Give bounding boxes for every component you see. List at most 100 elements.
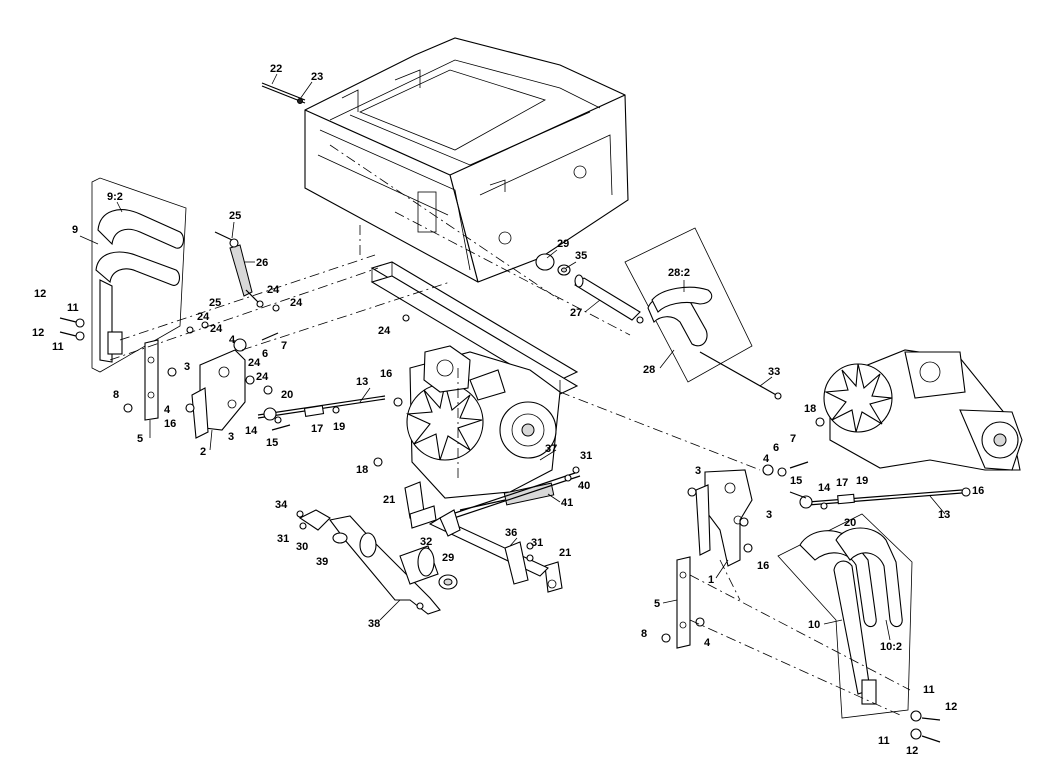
callout-labels: 22 23 9:2 9 25 26 29 35 28:2 27 28 33 12… — [32, 63, 984, 757]
tube-27 — [574, 274, 644, 324]
control-rod-right-13 — [799, 489, 963, 509]
callout-24: 24 — [210, 323, 223, 335]
callout-37: 37 — [545, 443, 557, 455]
callout-24: 24 — [267, 284, 280, 296]
pedal-38 — [329, 515, 441, 615]
callout-4: 4 — [229, 334, 236, 346]
callout-11: 11 — [923, 684, 935, 696]
callout-3: 3 — [228, 431, 234, 443]
callout-26: 26 — [256, 257, 268, 269]
callout-31: 31 — [531, 537, 543, 549]
left-bracket-2 — [191, 349, 246, 439]
callout-13: 13 — [938, 509, 950, 521]
hardware-left — [59, 300, 410, 431]
callout-9-2: 9:2 — [107, 191, 123, 203]
callout-3: 3 — [695, 465, 701, 477]
callout-33: 33 — [768, 366, 780, 378]
callout-4: 4 — [763, 453, 770, 465]
callout-18: 18 — [804, 403, 816, 415]
lever-28 — [647, 286, 713, 347]
callout-7: 7 — [790, 433, 796, 445]
callout-29: 29 — [557, 238, 569, 250]
chassis-frame — [304, 37, 629, 283]
callout-38: 38 — [368, 618, 380, 630]
left-plate-5 — [144, 339, 159, 421]
handle-box-right — [777, 513, 913, 719]
callout-41: 41 — [561, 497, 573, 509]
shaft-36 — [428, 509, 549, 585]
callout-7: 7 — [281, 340, 287, 352]
callout-19: 19 — [856, 475, 868, 487]
damper-26 — [214, 231, 259, 303]
callout-25: 25 — [209, 297, 221, 309]
frame-rail — [370, 261, 579, 395]
callout-31: 31 — [277, 533, 289, 545]
callout-11: 11 — [878, 735, 890, 747]
control-rod-left-13 — [257, 395, 386, 421]
left-handle-grip-9-2 — [95, 209, 185, 286]
callout-6: 6 — [773, 442, 779, 454]
callout-23: 23 — [311, 71, 323, 83]
callout-8: 8 — [641, 628, 647, 640]
callout-14: 14 — [245, 425, 258, 437]
transaxle-right — [823, 349, 1023, 471]
callout-19: 19 — [333, 421, 345, 433]
right-handle-10 — [833, 560, 877, 705]
callout-20: 20 — [844, 517, 856, 529]
callout-16: 16 — [380, 368, 392, 380]
bushing-29a — [535, 253, 571, 276]
bracket-21-lower — [544, 561, 563, 593]
callout-8: 8 — [113, 389, 119, 401]
callout-35: 35 — [575, 250, 587, 262]
callout-21: 21 — [559, 547, 571, 559]
callout-22: 22 — [270, 63, 282, 75]
bushing-29b — [438, 574, 458, 590]
callout-18: 18 — [356, 464, 368, 476]
callout-13: 13 — [356, 376, 368, 388]
leader-lines — [79, 73, 946, 641]
callout-27: 27 — [570, 307, 582, 319]
bracket-21-upper — [404, 481, 437, 529]
callout-24: 24 — [197, 311, 210, 323]
callout-36: 36 — [505, 527, 517, 539]
shaft-37 — [439, 471, 581, 523]
callout-28: 28 — [643, 364, 655, 376]
callout-17: 17 — [836, 477, 848, 489]
callout-10: 10 — [808, 619, 820, 631]
callout-12: 12 — [34, 288, 46, 300]
callout-6: 6 — [262, 348, 268, 360]
right-handle-grip-10-2 — [799, 527, 903, 628]
callout-25: 25 — [229, 210, 241, 222]
link-30 — [296, 509, 348, 544]
callout-24: 24 — [378, 325, 391, 337]
callout-12: 12 — [906, 745, 918, 757]
callout-15: 15 — [790, 475, 802, 487]
callout-4: 4 — [704, 637, 711, 649]
callout-3: 3 — [766, 509, 772, 521]
callout-15: 15 — [266, 437, 278, 449]
callout-16: 16 — [757, 560, 769, 572]
callout-11: 11 — [67, 302, 79, 314]
callout-2: 2 — [200, 446, 206, 458]
callout-30: 30 — [296, 541, 308, 553]
callout-12: 12 — [945, 701, 957, 713]
callout-24: 24 — [248, 357, 261, 369]
callout-4: 4 — [164, 404, 171, 416]
right-plate-5 — [676, 556, 691, 649]
callout-32: 32 — [420, 536, 432, 548]
hardware-center — [373, 397, 580, 562]
left-handle-9 — [99, 279, 123, 363]
callout-31: 31 — [580, 450, 592, 462]
callout-34: 34 — [275, 499, 288, 511]
callout-1: 1 — [708, 574, 714, 586]
transaxle-left — [405, 345, 561, 499]
callout-5: 5 — [654, 598, 660, 610]
callout-24: 24 — [256, 371, 269, 383]
callout-39: 39 — [316, 556, 328, 568]
handle-box-28 — [624, 227, 753, 383]
handle-box-left — [91, 177, 187, 373]
callout-10-2: 10:2 — [880, 641, 902, 653]
callout-5: 5 — [137, 433, 143, 445]
hardware-right — [661, 417, 971, 743]
